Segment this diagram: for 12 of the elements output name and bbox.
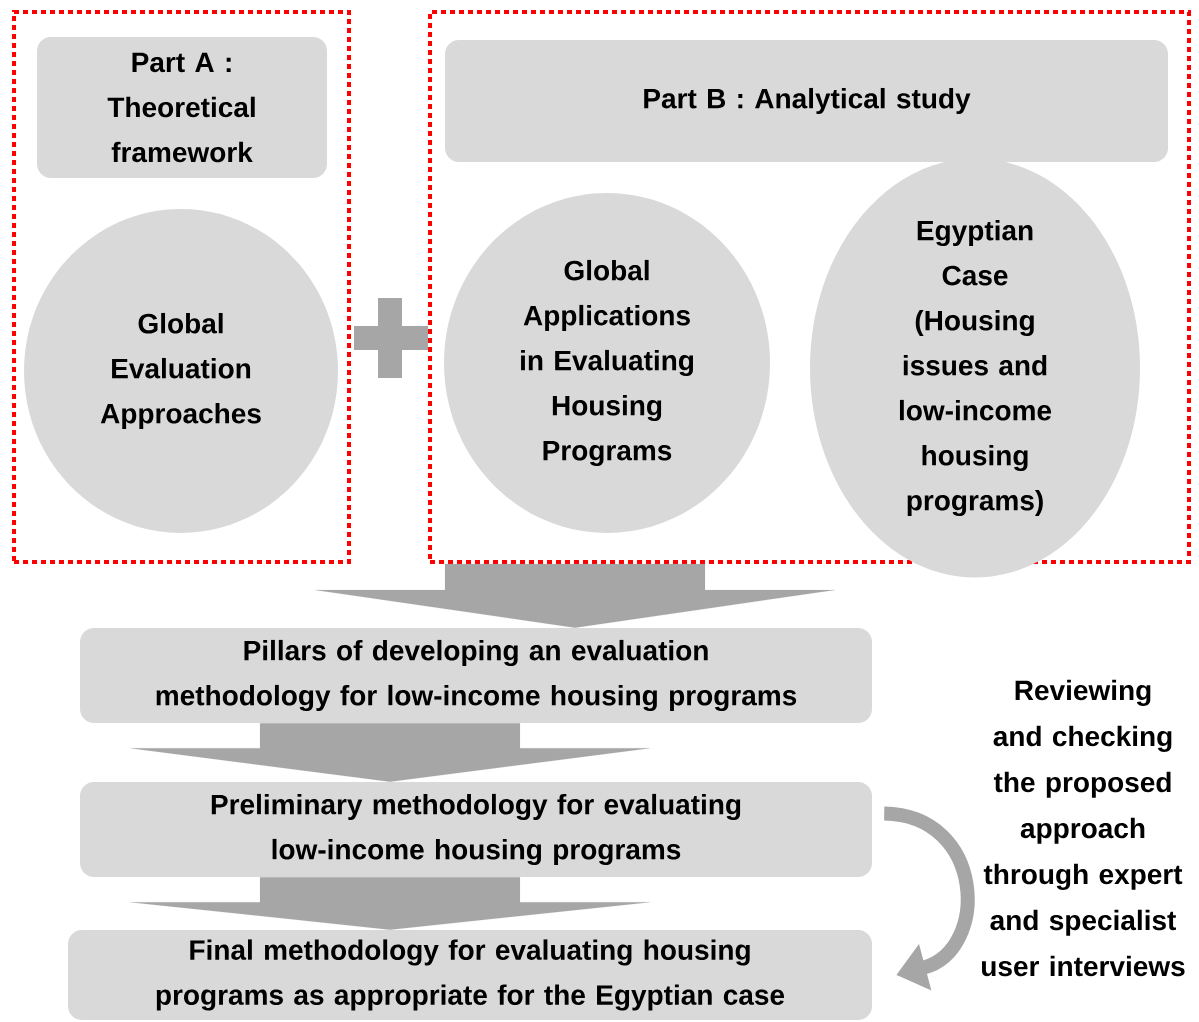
- rounded-box: Part B : Analytical study: [445, 40, 1168, 162]
- rounded-box: Final methodology for evaluating housing programs as appropriate for the Egyptian case: [68, 930, 872, 1020]
- block-arrow: [129, 723, 651, 782]
- side-note: Reviewing and checking the proposed approach through expert and specialist user interviews: [982, 679, 1185, 977]
- rounded-box: Part A : Theoretical framework: [37, 37, 327, 178]
- curved-arrow: [883, 806, 975, 991]
- block-arrow: [129, 877, 651, 930]
- block-arrow: [314, 563, 836, 628]
- dotted-frame: [428, 10, 1191, 564]
- dotted-frame: [12, 10, 351, 564]
- rounded-box: Preliminary methodology for evaluating low-income housing programs: [80, 782, 872, 877]
- rounded-box: Pillars of developing an evaluation methodology for low-income housing programs: [80, 628, 872, 723]
